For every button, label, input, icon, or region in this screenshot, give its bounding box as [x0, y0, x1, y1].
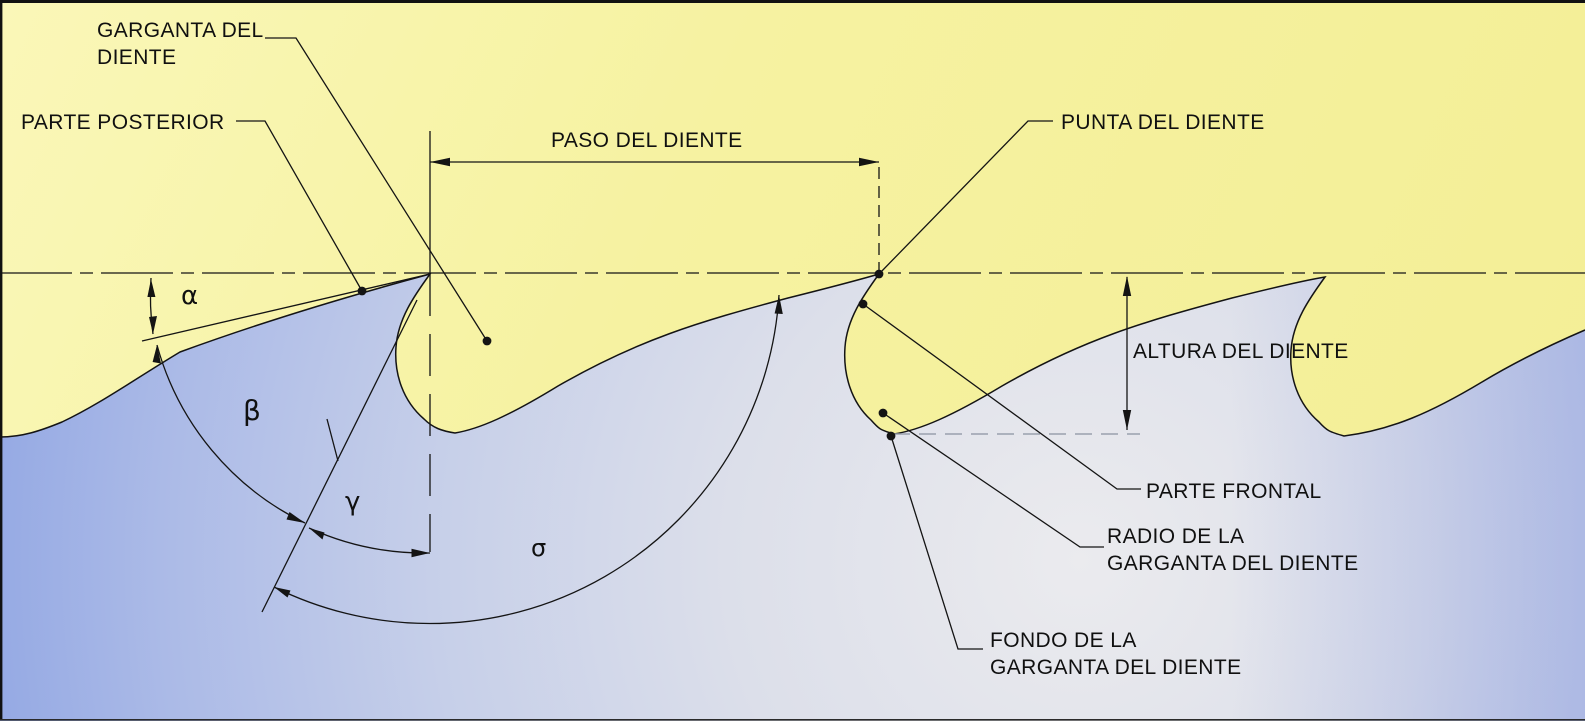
- dimension-arrow-left: [430, 157, 450, 167]
- label-height: ALTURA DEL DIENTE: [1133, 340, 1349, 363]
- tip-leader: [878, 120, 1053, 275]
- angle-arcs: [147, 277, 783, 625]
- symbol-beta-wedge-angle: β: [243, 394, 261, 427]
- symbol-sigma-gullet-angle: σ: [531, 534, 547, 562]
- center-mark-dash: [326, 418, 339, 462]
- bottom-anchor-dot: [886, 431, 896, 441]
- front-anchor-dot: [858, 299, 868, 309]
- dimension-arrow-right: [859, 157, 879, 167]
- gullet-anchor-dot: [482, 336, 492, 346]
- label-tip: PUNTA DEL DIENTE: [1061, 111, 1265, 134]
- radius-leader: [882, 412, 1104, 548]
- sigma-arc: [273, 294, 780, 625]
- angle-reference-lines: [141, 273, 431, 613]
- pitch-dimension: [429, 131, 880, 552]
- dimension-arrow-up: [1122, 276, 1132, 296]
- label-back: PARTE POSTERIOR: [21, 111, 225, 134]
- bottom-leader: [890, 435, 983, 650]
- gullet-leader: [265, 37, 488, 342]
- beta-arc: [156, 344, 306, 524]
- leader-lines: [236, 37, 1141, 650]
- dimension-arrow-down: [1122, 410, 1132, 430]
- symbol-alpha-clearance-angle: α: [181, 281, 199, 311]
- label-gullet-radius: RADIO DE LA GARGANTA DEL DIENTE: [1107, 525, 1359, 575]
- label-pitch: PASO DEL DIENTE: [551, 129, 743, 152]
- label-gullet-bottom: FONDO DE LA GARGANTA DEL DIENTE: [990, 629, 1242, 679]
- rake-face-line: [261, 299, 418, 613]
- radius-anchor-dot: [878, 408, 888, 418]
- back-tangent-line: [141, 273, 431, 342]
- back-leader: [236, 120, 363, 292]
- height-dimension: [893, 276, 1140, 435]
- symbol-gamma-rake-angle: γ: [345, 487, 361, 517]
- blade-body: [0, 272, 1585, 724]
- back-anchor-dot: [357, 286, 367, 296]
- label-gullet: GARGANTA DEL DIENTE: [97, 19, 264, 69]
- front-leader: [862, 303, 1141, 490]
- label-front: PARTE FRONTAL: [1146, 480, 1322, 503]
- tip-anchor-dot: [874, 269, 884, 279]
